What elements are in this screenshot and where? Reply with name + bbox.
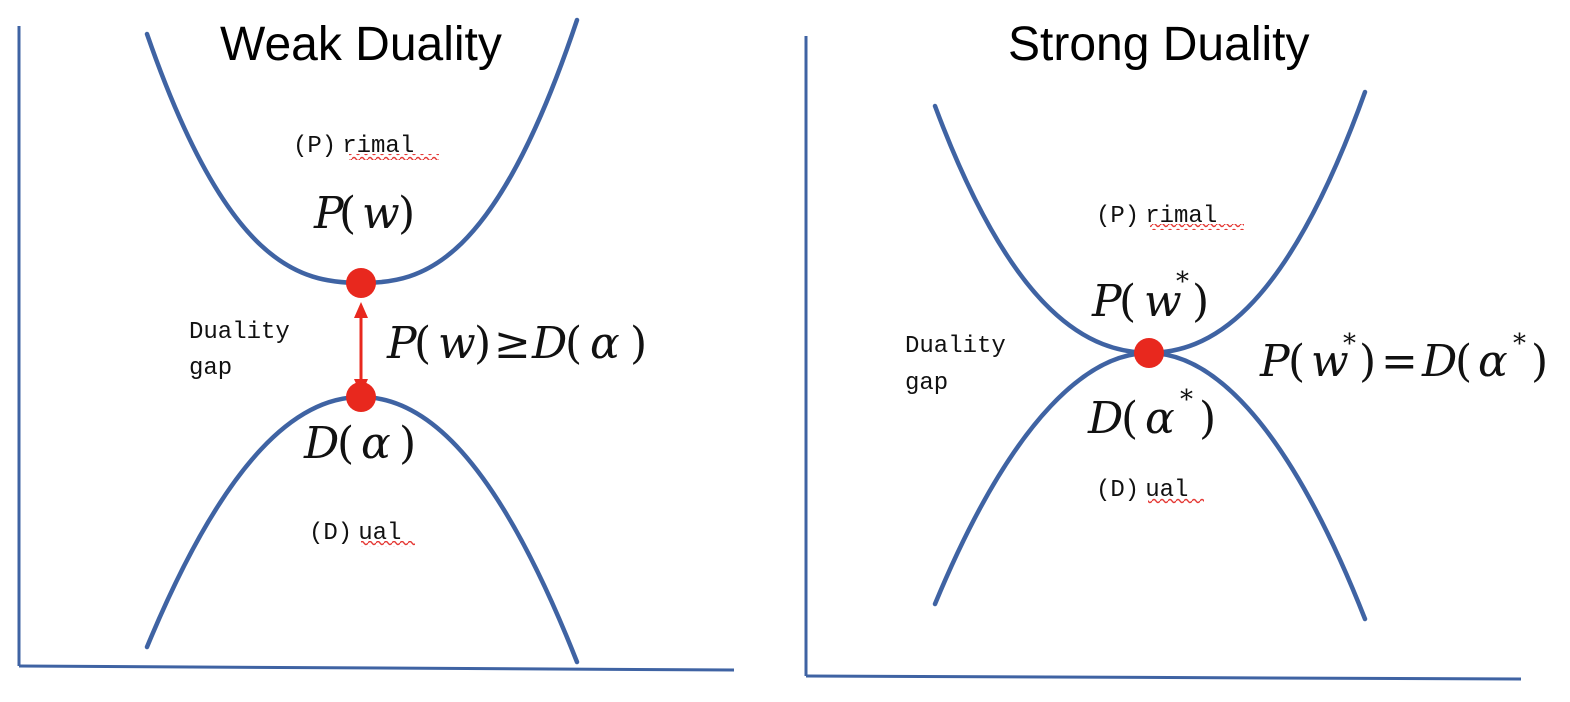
svg-text:(: (: [339, 188, 356, 239]
svg-text:(: (: [337, 418, 354, 469]
weak-gap-label-line1: Duality: [189, 319, 290, 346]
svg-text:α: α: [590, 318, 620, 369]
strong-primal-spellcheck: [1150, 224, 1244, 230]
svg-text:*: *: [1513, 329, 1526, 359]
weak-primal-expression: P ( w ): [313, 188, 415, 239]
weak-primal-point: [346, 268, 376, 298]
svg-text:α: α: [1145, 393, 1175, 444]
weak-inequality: P ( w ) ≥ D ( α ): [386, 318, 647, 369]
svg-text:): ): [474, 318, 491, 369]
svg-text:D: D: [1087, 393, 1123, 444]
svg-text:*: *: [1176, 267, 1189, 297]
weak-gap-arrow-head-up: [354, 302, 368, 318]
svg-text:): ): [1199, 393, 1216, 444]
strong-gap-label-line1: Duality: [905, 333, 1006, 360]
svg-text:(: (: [414, 318, 431, 369]
svg-text:): ): [1192, 276, 1209, 327]
svg-text:α: α: [1478, 336, 1508, 387]
svg-text:): ): [398, 188, 415, 239]
svg-text:≥: ≥: [494, 318, 531, 369]
svg-text:α: α: [361, 418, 391, 469]
svg-text:): ): [630, 318, 647, 369]
weak-primal-spellcheck: [349, 154, 439, 160]
svg-text:=: =: [1381, 336, 1418, 387]
weak-dual-spellcheck: [361, 541, 415, 547]
weak-duality-panel: Weak Duality (P)rimal P ( w ) Duality ga…: [17, 17, 735, 672]
svg-text:w: w: [362, 188, 400, 239]
svg-text:): ): [1531, 336, 1548, 387]
svg-text:D: D: [1421, 336, 1457, 387]
svg-text:w: w: [1311, 336, 1349, 387]
strong-x-axis: [805, 674, 1522, 681]
svg-text:w: w: [1144, 276, 1182, 327]
svg-text:(: (: [1119, 276, 1136, 327]
svg-text:(: (: [1455, 336, 1472, 387]
strong-dual-spellcheck: [1148, 498, 1204, 504]
strong-duality-panel: Strong Duality (P)rimal P ( w * ) Dualit…: [804, 18, 1548, 681]
strong-equality: P ( w * ) = D ( α * ): [1259, 329, 1548, 387]
weak-dual-point: [346, 382, 376, 412]
svg-text:P: P: [386, 318, 418, 369]
weak-dual-expression: D ( α ): [303, 418, 416, 469]
weak-gap-label-line2: gap: [189, 355, 232, 382]
svg-text:P: P: [1091, 276, 1123, 327]
weak-title: Weak Duality: [220, 18, 502, 71]
svg-text:P: P: [313, 188, 345, 239]
svg-text:): ): [1359, 336, 1376, 387]
strong-title: Strong Duality: [1008, 18, 1309, 71]
weak-x-axis: [18, 664, 735, 672]
svg-text:(: (: [1121, 393, 1138, 444]
svg-text:*: *: [1343, 329, 1356, 359]
svg-text:(: (: [1288, 336, 1305, 387]
svg-text:w: w: [438, 318, 476, 369]
svg-text:): ): [399, 418, 416, 469]
strong-optimal-point: [1134, 338, 1164, 368]
svg-text:*: *: [1180, 385, 1193, 415]
strong-dual-expression: D ( α * ): [1087, 385, 1216, 444]
svg-text:(: (: [565, 318, 582, 369]
strong-gap-label-line2: gap: [905, 370, 948, 397]
svg-text:D: D: [531, 318, 567, 369]
svg-text:D: D: [303, 418, 339, 469]
svg-text:P: P: [1259, 336, 1291, 387]
strong-primal-expression: P ( w * ): [1091, 267, 1209, 327]
